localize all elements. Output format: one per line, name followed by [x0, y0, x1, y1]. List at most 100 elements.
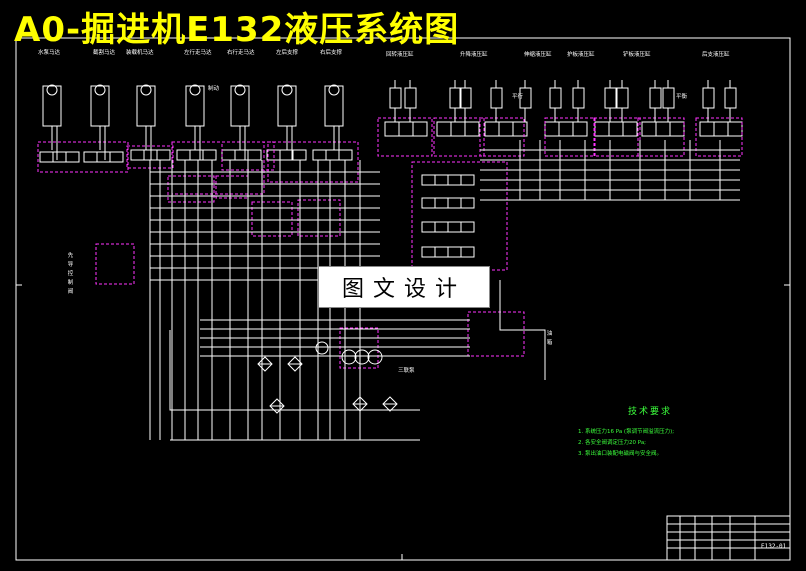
cylinder-body — [662, 87, 675, 109]
valve-spool — [398, 121, 414, 137]
label-left-rear-support: 左后支撑 — [276, 50, 299, 56]
dashed-group — [215, 175, 249, 199]
valve-spool — [460, 246, 475, 258]
valve-spool — [434, 246, 449, 258]
cylinder-body — [449, 87, 462, 109]
cylinder-body — [549, 87, 562, 109]
valve-spool — [464, 121, 480, 137]
valve-spool — [130, 149, 145, 161]
cylinder-body — [724, 87, 737, 109]
valve-spool — [247, 149, 262, 161]
valve-spool — [412, 121, 428, 137]
dashed-group — [479, 117, 525, 157]
valve-spool — [450, 121, 466, 137]
motor-housing — [277, 85, 297, 127]
tech-item-3: 3. 泵出油口装配电磁阀与安全阀。 — [578, 451, 662, 457]
valve-spool — [96, 151, 111, 163]
label-triple-pump: 三联泵 — [398, 368, 415, 374]
cylinder-body — [404, 87, 417, 109]
tech-item-2: 2. 各安全阀调定压力20 Pa; — [578, 440, 647, 446]
dashed-group — [167, 175, 215, 203]
drawing-number: E132-01 — [761, 543, 787, 550]
actuator-row — [42, 80, 737, 127]
cylinder-body — [616, 87, 629, 109]
filters — [257, 356, 398, 414]
valve-spool — [436, 121, 452, 137]
label-shovel-cylinder: 铲板液压缸 — [623, 52, 651, 58]
label-right-travel-motor: 右行走马达 — [227, 50, 255, 56]
technical-requirements: 技术要求 1. 系统压力16 Pa (泵调节阀溢流压力); 2. 各安全阀调定压… — [578, 404, 674, 460]
valve-spool — [447, 197, 462, 209]
valve-spool — [109, 151, 124, 163]
label-rotate-cylinder: 回转液压缸 — [386, 52, 414, 58]
label-left-travel-motor: 左行走马达 — [184, 50, 212, 56]
motor-symbol — [234, 84, 246, 96]
valve-spool — [594, 121, 610, 137]
valve-spool — [384, 121, 400, 137]
valve-spool — [176, 149, 191, 161]
valve-spool — [325, 149, 340, 161]
motor-symbol — [140, 84, 152, 96]
dashed-group — [695, 117, 743, 157]
valve-spool — [447, 221, 462, 233]
valve-spool — [608, 121, 624, 137]
label-loader-motor: 装载机马达 — [126, 50, 154, 56]
valve-spool — [83, 151, 98, 163]
motor-symbol — [189, 84, 201, 96]
dashed-group — [377, 117, 433, 157]
valve-spool — [727, 121, 743, 137]
label-rear-support-cylinder: 后支液压缸 — [702, 52, 730, 58]
title-block — [666, 515, 791, 561]
dashed-group — [593, 117, 641, 157]
valve-spool — [655, 121, 671, 137]
label-parallel: 平行 — [512, 94, 524, 100]
valve-spool — [460, 197, 475, 209]
valve-spool — [421, 174, 436, 186]
valve-spool — [189, 149, 204, 161]
cylinder-body — [490, 87, 503, 109]
return-line — [169, 330, 420, 411]
triple-pump — [315, 341, 383, 365]
dashed-group — [467, 311, 525, 357]
valve-spool — [312, 149, 327, 161]
valve-spool — [641, 121, 657, 137]
dashed-group — [411, 161, 508, 271]
tech-heading: 技术要求 — [628, 407, 673, 417]
valve-spool — [292, 149, 307, 161]
motor-housing — [324, 85, 344, 127]
label-balance: 平衡 — [676, 94, 688, 100]
valve-spool — [202, 149, 217, 161]
motor-symbol — [281, 84, 293, 96]
valve-spool — [498, 121, 514, 137]
valve-spool — [699, 121, 715, 137]
valve-spool — [434, 174, 449, 186]
dashed-group — [297, 199, 341, 237]
valve-spool — [669, 121, 685, 137]
dashed-group — [544, 117, 596, 157]
motor-symbol — [328, 84, 340, 96]
cylinder-body — [702, 87, 715, 109]
dashed-group — [637, 117, 685, 157]
valve-spool — [447, 174, 462, 186]
label-brake: 制动 — [208, 86, 220, 92]
valve-spool — [421, 221, 436, 233]
cylinder-body — [389, 87, 402, 109]
dashed-group — [251, 201, 293, 237]
watermark: 图文设计 — [318, 266, 490, 308]
valve-spool — [338, 149, 353, 161]
valve-spool — [39, 151, 54, 163]
watermark-text: 图文设计 — [341, 277, 466, 302]
cylinder-body — [459, 87, 472, 109]
label-tank: 油箱 — [546, 331, 553, 346]
dashed-group — [267, 141, 359, 183]
drawing-frame — [15, 37, 791, 561]
valve-spool — [65, 151, 80, 163]
dashed-group — [339, 327, 379, 369]
valve-spool — [622, 121, 638, 137]
valve-spool — [544, 121, 560, 137]
motor-housing — [90, 85, 110, 127]
valve-spool — [156, 149, 171, 161]
motor-symbol — [94, 84, 106, 96]
valve-spool — [434, 197, 449, 209]
dashed-group — [433, 117, 485, 157]
